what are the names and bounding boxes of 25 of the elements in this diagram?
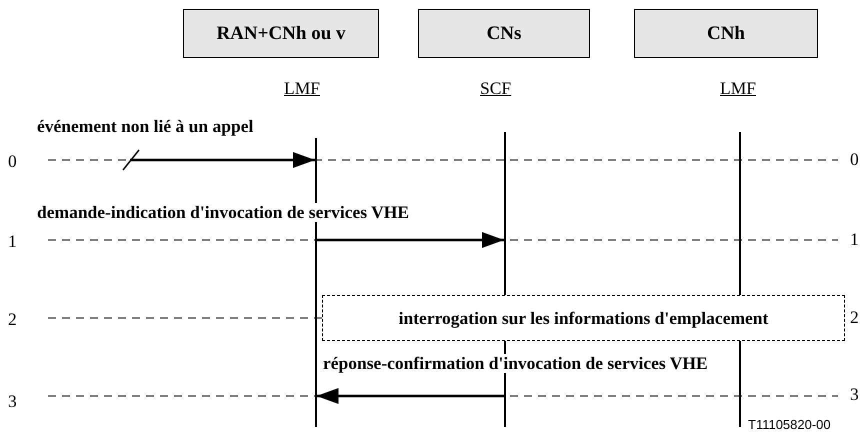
row-number: 0 <box>850 149 859 170</box>
row-number: 2 <box>8 309 17 330</box>
row-number: 1 <box>850 229 859 250</box>
lifeline-label: SCF <box>480 78 512 99</box>
entity-box: CNh <box>634 9 818 58</box>
lifeline <box>315 138 316 427</box>
lifeline <box>739 132 740 427</box>
lifeline <box>504 132 506 427</box>
lifeline-label: LMF <box>284 78 320 99</box>
figure-id: T11105820-00 <box>748 417 831 432</box>
dashed-process-box: interrogation sur les informations d'emplacement <box>322 295 845 341</box>
row-number: 0 <box>8 151 17 172</box>
entity-box: RAN+CNh ou v <box>183 9 379 58</box>
message-label: demande-indication d'invocation de services VHE <box>37 203 410 222</box>
row-number: 3 <box>850 384 859 405</box>
entity-box: CNs <box>418 9 590 58</box>
message-arrow <box>316 388 504 404</box>
lifeline-label: LMF <box>720 78 756 99</box>
message-arrow <box>130 152 315 168</box>
row-number: 3 <box>8 391 17 412</box>
message-label: événement non lié à un appel <box>37 117 254 136</box>
message-label: réponse-confirmation d'invocation de services VHE <box>323 354 708 374</box>
row-number: 2 <box>850 307 859 328</box>
message-arrow <box>316 232 504 248</box>
row-number: 1 <box>8 231 17 252</box>
